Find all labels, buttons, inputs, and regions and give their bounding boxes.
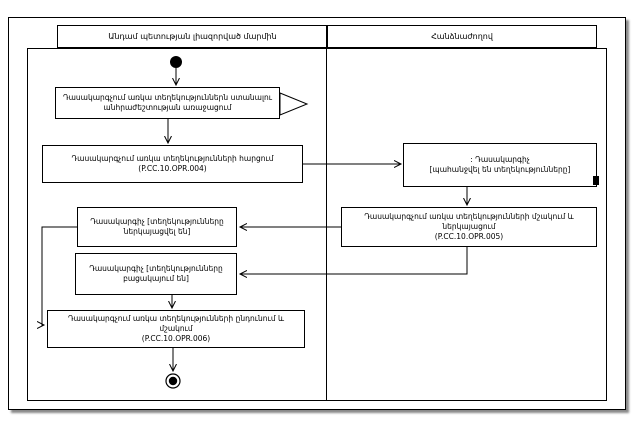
action-node-opr004: Դասակարգչում առկա տեղեկությունների հարցո… bbox=[42, 145, 303, 183]
object-node-classifier-requested-state: [պահանջվել են տեղեկությունները] bbox=[429, 165, 571, 174]
action-node-opr005: Դասակարգչում առկա տեղեկությունների մշակո… bbox=[341, 207, 597, 247]
object-node-classifier-absent: Դասակարգիչ [տեղեկությունները բացակայում … bbox=[75, 253, 237, 295]
lane-header-commission-label: Հանձնաժողով bbox=[431, 32, 493, 41]
action-node-opr005-label: Դասակարգչում առկա տեղեկությունների մշակո… bbox=[364, 212, 574, 232]
object-node-classifier-requested-label: : Դասակարգիչ bbox=[470, 155, 530, 165]
event-node-need-arises-label: Դասակարգչում առկա տեղեկություններն ստանա… bbox=[62, 93, 273, 112]
event-node-need-arises: Դասակարգչում առկա տեղեկություններն ստանա… bbox=[55, 87, 280, 119]
object-node-classifier-presented: Դասակարգիչ [տեղեկությունները ներկայացվել… bbox=[77, 207, 237, 247]
action-node-opr005-code: (P.CC.10.OPR.005) bbox=[434, 231, 504, 241]
swimlane-divider bbox=[326, 25, 327, 401]
action-node-opr006-code: (P.CC.10.OPR.006) bbox=[141, 333, 211, 343]
lane-header-member-state: Անդամ պետության լիազորված մարմին bbox=[58, 26, 327, 47]
object-node-classifier-absent-label: Դասակարգիչ [տեղեկությունները բացակայում … bbox=[89, 264, 223, 283]
swimlane-header: Անդամ պետության լիազորված մարմին Հանձնաժ… bbox=[57, 25, 597, 48]
lane-header-member-state-label: Անդամ պետության լիազորված մարմին bbox=[108, 32, 277, 41]
action-node-opr006: Դասակարգչում առկա տեղեկությունների ընդու… bbox=[47, 310, 305, 348]
object-node-classifier-presented-label: Դասակարգիչ [տեղեկությունները ներկայացվել… bbox=[90, 217, 224, 236]
lane-header-commission: Հանձնաժողով bbox=[327, 26, 596, 47]
action-node-opr004-label: Դասակարգչում առկա տեղեկությունների հարցո… bbox=[71, 154, 274, 164]
object-node-classifier-requested: : Դասակարգիչ [պահանջվել են տեղեկությունն… bbox=[403, 143, 597, 187]
action-node-opr004-code: (P.CC.10.OPR.004) bbox=[138, 164, 207, 173]
action-node-opr006-label: Դասակարգչում առկա տեղեկությունների ընդու… bbox=[67, 314, 285, 334]
